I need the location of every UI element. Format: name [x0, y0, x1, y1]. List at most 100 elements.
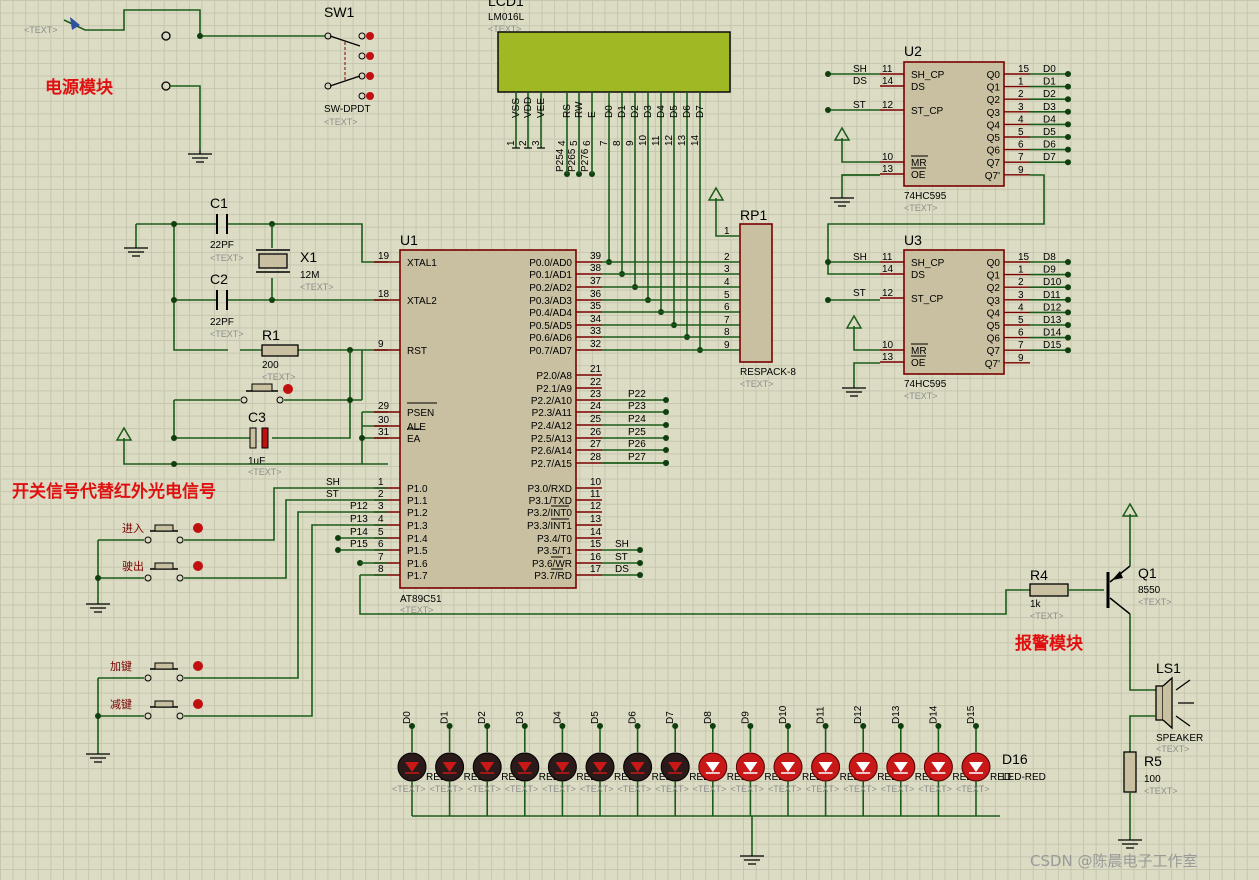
u1-pin-number: 8 [378, 564, 384, 575]
ground-symbol [86, 603, 110, 613]
u1-pin-name: P1.4 [407, 534, 428, 545]
hc-pin-name: MR [911, 346, 927, 357]
led-triangle [743, 762, 758, 772]
hc-pin-number: 10 [882, 152, 894, 163]
lcd-pin-label: RW [574, 101, 585, 118]
u1-pin-name: P0.2/AD2 [529, 283, 572, 294]
net-dot [1065, 108, 1071, 115]
hc-pin-name: Q6 [987, 334, 1001, 345]
button-label: 减键 [110, 697, 132, 711]
u1-pin-name: P2.7/A15 [531, 459, 573, 470]
q1-ref: Q1 [1138, 565, 1157, 581]
led-triangle [856, 762, 871, 772]
u1-pin-number: 9 [378, 339, 384, 350]
hc-net: D4 [1043, 114, 1056, 125]
text-placeholder: <TEXT> [300, 282, 334, 292]
u1-pin-name: P3.5/T1 [537, 546, 572, 557]
button-contact [144, 536, 152, 544]
net-dot [1065, 322, 1071, 328]
push-button[interactable]: 加键 [110, 659, 203, 682]
led-partial-label: RED [990, 772, 1011, 783]
push-button[interactable]: 驶出 [122, 559, 203, 582]
led-value: LED-RED [1002, 772, 1046, 783]
text-placeholder: <TEXT> [210, 329, 244, 339]
ls1-ref: LS1 [1156, 660, 1181, 676]
u1-pin-number: 11 [590, 489, 601, 500]
led-triangle [893, 762, 908, 772]
net-dot [747, 723, 754, 729]
u1-pin-name: P3.0/RXD [528, 484, 572, 495]
u1-pin-number: 30 [378, 415, 390, 426]
net-dot [663, 447, 669, 453]
hc-pin-name: Q1 [987, 83, 1001, 94]
hc-pin-name: Q2 [987, 95, 1001, 106]
lcd1-ref: LCD1 [488, 0, 524, 9]
u1-pin-name: P2.0/A8 [536, 371, 572, 382]
u1-left-net: P14 [350, 527, 368, 538]
u2-shift-register: U2 74HC595 <TEXT> 11SH_CPSH14DSDS12ST_CP… [853, 43, 1071, 213]
power-arrow [1121, 502, 1139, 517]
lcd-pin-number: 10 [638, 134, 649, 146]
led-triangle [668, 762, 683, 772]
u1-pin-name: P1.3 [407, 521, 428, 532]
hc-net: D14 [1043, 328, 1062, 339]
lcd-pin-label: D0 [604, 105, 615, 118]
led-triangle [405, 762, 419, 772]
text-placeholder: <TEXT> [262, 372, 296, 382]
u1-pin-number: 23 [590, 389, 602, 400]
net-dot [1065, 309, 1071, 316]
hc-net: D9 [1043, 265, 1056, 276]
push-button[interactable]: 进入 [122, 522, 203, 544]
hc-pin-name: SH_CP [911, 258, 945, 269]
button-label: 驶出 [122, 559, 144, 573]
sw1-ref: SW1 [324, 4, 355, 20]
reset-button[interactable] [240, 383, 293, 404]
text-placeholder: <TEXT> [1030, 611, 1064, 621]
ground-symbol [86, 753, 110, 763]
u1-pin-name: P0.4/AD4 [529, 308, 572, 319]
lcd-pin-number: 14 [690, 134, 701, 146]
u1-pin-number: 15 [590, 539, 602, 550]
ground-symbol [740, 855, 764, 865]
led-partial-label: RED [802, 772, 823, 783]
u2-value: 74HC595 [904, 191, 947, 202]
u1-pin-number: 10 [590, 477, 602, 488]
net-dot [559, 723, 566, 729]
hc-pin-name: Q4 [987, 120, 1001, 131]
hc-pin-number: 12 [882, 288, 894, 299]
hc-pin-number: 10 [882, 340, 894, 351]
hc-pin-number: 5 [1018, 127, 1024, 138]
push-button[interactable]: 减键 [110, 697, 203, 720]
lcd-pin-number: 2 [518, 140, 529, 146]
u1-pin-name: P3.3/INT1 [527, 521, 572, 532]
lcd-net-label: P254 [555, 148, 566, 172]
text-placeholder: <TEXT> [904, 203, 938, 213]
net-dot [973, 723, 979, 729]
hc-net: SH [853, 252, 867, 263]
text-placeholder: <TEXT> [488, 24, 522, 34]
hc-pin-name: DS [911, 270, 925, 281]
power-arrow [115, 426, 133, 441]
lcd-pin-number: 12 [664, 134, 675, 146]
u1-pin-number: 3 [378, 501, 384, 512]
hc-net: SH [853, 64, 867, 75]
net-dot [1065, 134, 1071, 140]
button-contact [176, 712, 184, 720]
u1-pin-name: P3.1/TXD [529, 496, 572, 507]
net-dot [663, 397, 669, 403]
lcd-pin-number: 1 [506, 140, 517, 146]
sw1-switch[interactable]: SW1 SW-DPDT <TEXT> [324, 4, 374, 127]
alarm-module-label: 报警模块 [1015, 633, 1084, 654]
net-dot [1065, 284, 1071, 291]
hc-pin-name: Q6 [987, 146, 1001, 157]
net-dot [860, 723, 867, 729]
net-dot [637, 560, 643, 566]
button-indicator [193, 561, 203, 571]
u3-value: 74HC595 [904, 379, 947, 390]
net-dot [1065, 96, 1071, 103]
